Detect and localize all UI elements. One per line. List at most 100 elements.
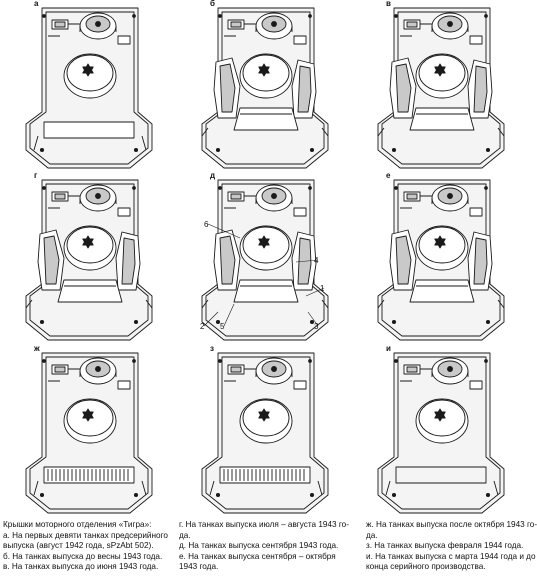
engine-hatch: [63, 53, 117, 99]
engine-deck-panel: з: [178, 344, 352, 517]
engine-hatch: [239, 53, 293, 99]
figure-caption: Крышки моторного отделения «Тигра»: а. Н…: [0, 520, 537, 579]
tow-hook: [25, 299, 153, 309]
fan-housing-side: [79, 26, 117, 32]
rivet: [394, 359, 398, 363]
fan-hub: [447, 366, 453, 372]
fan-hub: [271, 193, 277, 199]
rivet: [308, 14, 312, 18]
fan-housing-side: [431, 371, 469, 377]
panel-letter: и: [386, 344, 391, 353]
engine-hatch: [239, 398, 293, 444]
rivet: [485, 319, 491, 325]
rivet: [309, 319, 315, 325]
tow-hook: [201, 127, 329, 137]
rivet: [218, 14, 222, 18]
panel-letter: г: [34, 171, 38, 180]
panel-letter: е: [386, 171, 391, 180]
filter-manifold: [409, 279, 475, 303]
engine-hatch-rim: [418, 226, 466, 264]
callout-leader: [295, 259, 319, 263]
hinge-bracket-inner: [230, 21, 242, 28]
rivet: [309, 492, 315, 498]
hatch-handle: [434, 63, 446, 77]
filter-manifold: [409, 107, 475, 131]
engine-deck-panel: и: [354, 344, 528, 517]
rivet: [391, 319, 397, 325]
air-filter-right-shade: [121, 237, 136, 285]
fan-housing-side: [79, 371, 117, 377]
hinge-bracket: [293, 380, 307, 390]
rivet: [132, 186, 136, 190]
engine-deck-drawing: ж: [25, 344, 153, 514]
deck-linework: [25, 179, 153, 341]
engine-hatch: [415, 53, 469, 99]
fan-hub: [271, 21, 277, 27]
caption-column-3: ж. На танках выпуска после октября 1943 …: [366, 520, 537, 573]
deck-plate-rim: [29, 356, 149, 510]
fan-hub: [447, 21, 453, 27]
rivet: [215, 319, 221, 325]
engine-deck-drawing: и: [377, 344, 505, 514]
hinge-bracket-inner: [406, 366, 418, 373]
caption-line: и. На танках выпуска с марта 1944 года и…: [366, 551, 536, 561]
deck-linework: [377, 7, 505, 169]
engine-deck-panel: ж: [2, 344, 176, 517]
engine-deck-panel: г: [2, 171, 176, 344]
air-filter-left-shade: [219, 235, 236, 285]
hinge-bracket: [117, 35, 131, 45]
air-filter-right-shade: [297, 65, 312, 113]
rivet: [39, 147, 45, 153]
hinge-bracket: [469, 35, 483, 45]
hinge-rod: [48, 23, 80, 37]
hatch-handle: [434, 235, 446, 249]
hinge-rod: [400, 195, 432, 209]
rear-grille: [43, 466, 135, 484]
callout-leader: [305, 287, 325, 297]
hinge-rod: [400, 368, 432, 382]
rivet: [485, 492, 491, 498]
engine-hatch-rim: [66, 226, 114, 264]
air-filter-left-shade: [395, 63, 412, 113]
engine-hatch: [415, 225, 469, 271]
engine-deck-drawing: б: [201, 0, 329, 169]
fan-hub: [271, 366, 277, 372]
engine-hatch-rim: [418, 54, 466, 92]
engine-deck-drawing: з: [201, 344, 329, 514]
hinge-bracket: [117, 207, 131, 217]
fan-hub: [95, 366, 101, 372]
caption-line: да.: [366, 530, 378, 540]
deck-linework: [201, 352, 329, 514]
rivet: [485, 147, 491, 153]
hatch-handle: [82, 235, 94, 249]
hinge-rod: [400, 23, 432, 37]
caption-line: конца серийного производства.: [366, 562, 486, 572]
rivet: [391, 147, 397, 153]
engine-hatch-rim: [242, 54, 290, 92]
rivet: [394, 186, 398, 190]
fan-housing-side: [255, 198, 293, 204]
engine-deck-drawing: в: [377, 0, 505, 169]
rivet: [215, 147, 221, 153]
hinge-bracket: [117, 380, 131, 390]
hinge-bracket-inner: [54, 193, 66, 200]
rivet: [39, 319, 45, 325]
rear-grille-slats: [223, 469, 305, 481]
hinge-bracket-inner: [230, 193, 242, 200]
hinge-rod: [224, 195, 256, 209]
caption-line: б. На танках выпуска до весны 1943 года.: [3, 551, 163, 561]
rivet: [39, 492, 45, 498]
callout-leader: [223, 303, 235, 327]
engine-hatch-rim: [242, 226, 290, 264]
rivet: [42, 14, 46, 18]
engine-deck-drawing: е: [377, 171, 505, 341]
deck-linework: [201, 7, 329, 169]
hatch-handle: [82, 63, 94, 77]
engine-deck-drawing: г: [25, 171, 153, 341]
deck-plate-rim: [29, 11, 149, 165]
fan-housing-side: [431, 26, 469, 32]
caption-line: в. На танках выпуска до июня 1943 года.: [3, 562, 159, 572]
